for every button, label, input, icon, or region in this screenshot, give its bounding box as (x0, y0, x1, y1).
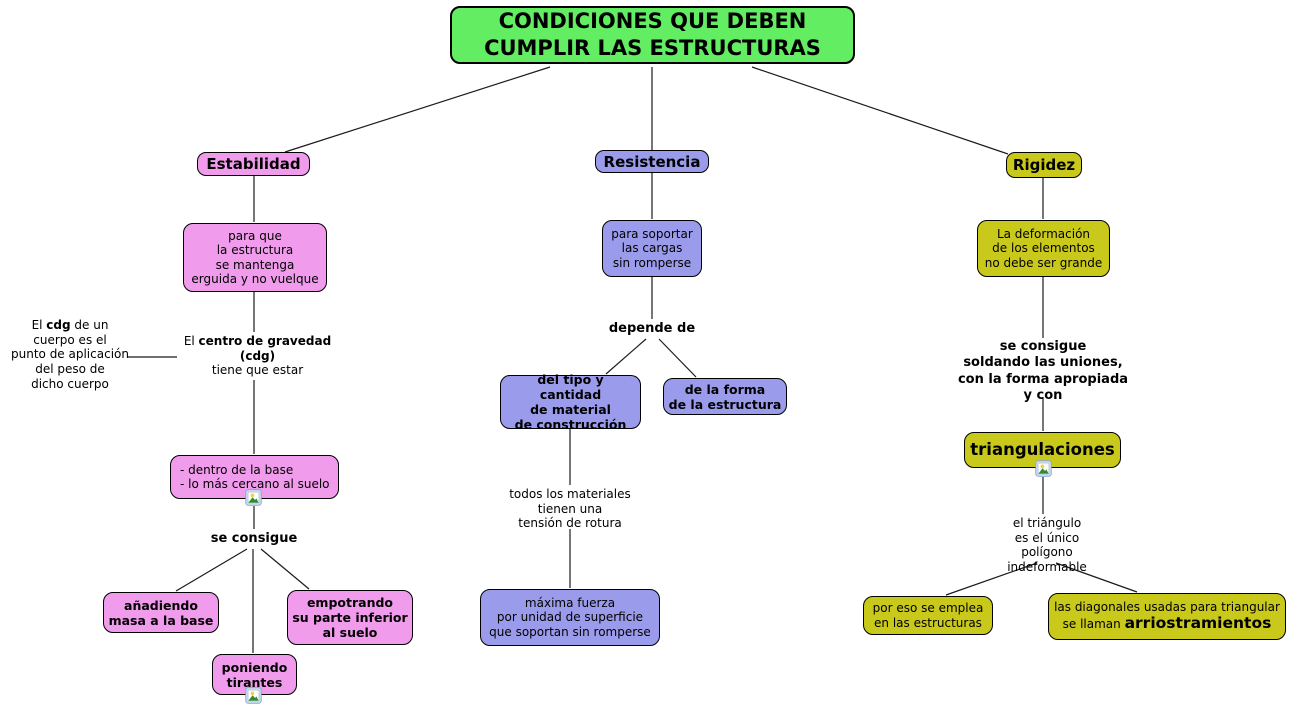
title-node: CONDICIONES QUE DEBEN CUMPLIR LAS ESTRUC… (450, 6, 855, 64)
materials-note-text: todos los materiales tienen una tensión … (509, 487, 631, 531)
rigidez-connector-text: se consigue soldando las uniones, con la… (957, 339, 1129, 403)
rigidez-purpose-node: La deformación de los elementos no debe … (977, 220, 1110, 277)
resistencia-purpose-node: para soportar las cargas sin romperse (602, 220, 702, 277)
factor-material-node: del tipo y cantidad de material de const… (500, 372, 641, 432)
method-add-mass-node: añadiendo masa a la base (103, 592, 219, 633)
rigidez-node: Rigidez (1006, 152, 1082, 178)
triangle-use-node: por eso se emplea en las estructuras (863, 596, 993, 635)
resistencia-connector-text: depende de (608, 321, 696, 336)
resource-image-icon[interactable] (1035, 460, 1052, 477)
resource-image-icon[interactable] (245, 687, 262, 704)
tension-definition-node: máxima fuerza por unidad de superficie q… (480, 589, 660, 646)
triangulaciones-node: triangulaciones (964, 432, 1121, 468)
resistencia-node: Resistencia (595, 150, 709, 173)
triangle-note-text: el triángulo es el único polígono indefo… (1007, 516, 1087, 574)
cdg-statement-text: El centro de gravedad (cdg) tiene que es… (183, 334, 332, 378)
estabilidad-connector-text: se consigue (210, 531, 298, 546)
factor-shape-node: de la forma de la estructura (663, 378, 787, 415)
resource-image-icon[interactable] (245, 489, 262, 506)
estabilidad-node: Estabilidad (197, 152, 310, 176)
cdg-definition-note: El cdg de un cuerpo es el punto de aplic… (11, 318, 129, 391)
estabilidad-purpose-node: para que la estructura se mantenga ergui… (183, 223, 327, 292)
method-embed-node: empotrando su parte inferior al suelo (287, 590, 413, 645)
arriostramientos-node: las diagonales usadas para triangular se… (1048, 593, 1286, 640)
